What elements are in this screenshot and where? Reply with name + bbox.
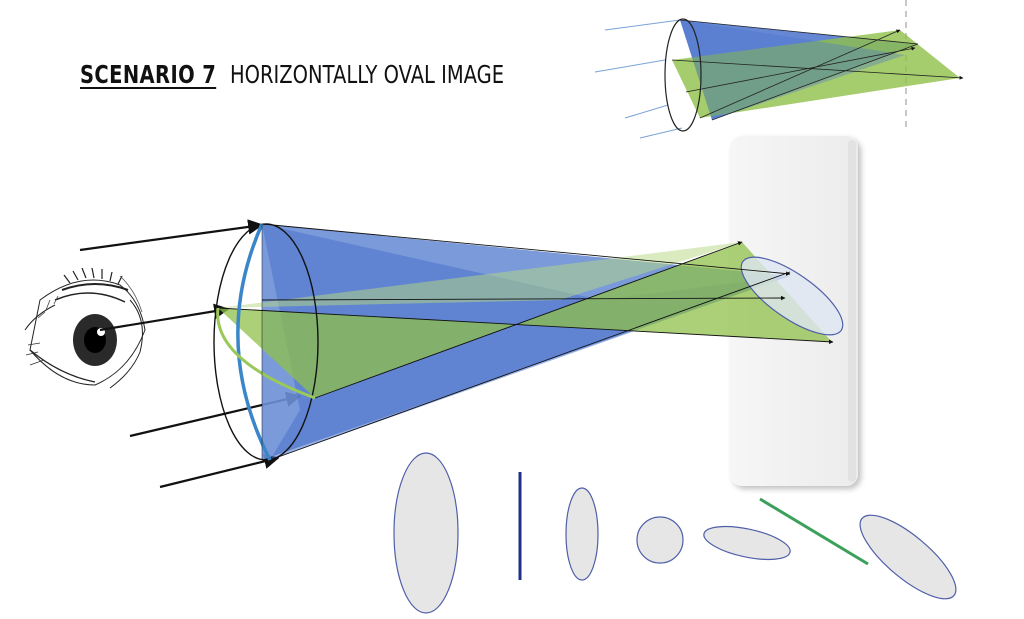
lens-highlight-green xyxy=(216,307,316,400)
incoming-ray-2 xyxy=(99,303,230,332)
screen-image-oval xyxy=(740,256,844,336)
inset-incoming-ray-4 xyxy=(639,127,683,139)
shape-circle xyxy=(636,516,684,564)
scenario-title: HORIZONTALLY OVAL IMAGE xyxy=(229,60,504,89)
beam-line-5 xyxy=(261,295,786,301)
inset-incoming-ray-2 xyxy=(594,59,666,73)
blue-beam-lower xyxy=(262,224,790,460)
inset-lens xyxy=(664,18,702,132)
beam-line-4 xyxy=(314,241,743,399)
inset-blue-overlay xyxy=(680,20,905,120)
shape-diagonal-line xyxy=(759,497,869,566)
inset-green-beam xyxy=(672,30,960,118)
shape-flat-ellipse xyxy=(703,525,791,561)
scenario-label: SCENARIO 7 xyxy=(80,60,217,89)
beam-line-3 xyxy=(217,307,834,345)
green-beam xyxy=(218,242,832,398)
lens-outline xyxy=(213,223,319,461)
lens xyxy=(213,223,319,461)
beam-line-1 xyxy=(261,223,791,276)
inset-diagram xyxy=(594,0,964,139)
green-beam-upper xyxy=(218,242,742,308)
inset-incoming-ray-1 xyxy=(604,19,681,31)
shape-tall-ellipse xyxy=(393,452,459,614)
lens-highlight-blue xyxy=(236,223,272,461)
incoming-ray-1 xyxy=(79,219,264,252)
beam-line-2 xyxy=(269,271,791,461)
shape-tilted-ellipse xyxy=(859,514,957,600)
incoming-ray-4 xyxy=(159,453,280,489)
eye-icon xyxy=(24,267,146,389)
inset-incoming-ray-3 xyxy=(624,104,669,119)
title-container: SCENARIO 7 HORIZONTALLY OVAL IMAGE xyxy=(80,60,504,89)
shape-sequence xyxy=(393,452,957,614)
main-beams xyxy=(217,223,844,461)
shape-narrow-ellipse xyxy=(565,487,599,581)
